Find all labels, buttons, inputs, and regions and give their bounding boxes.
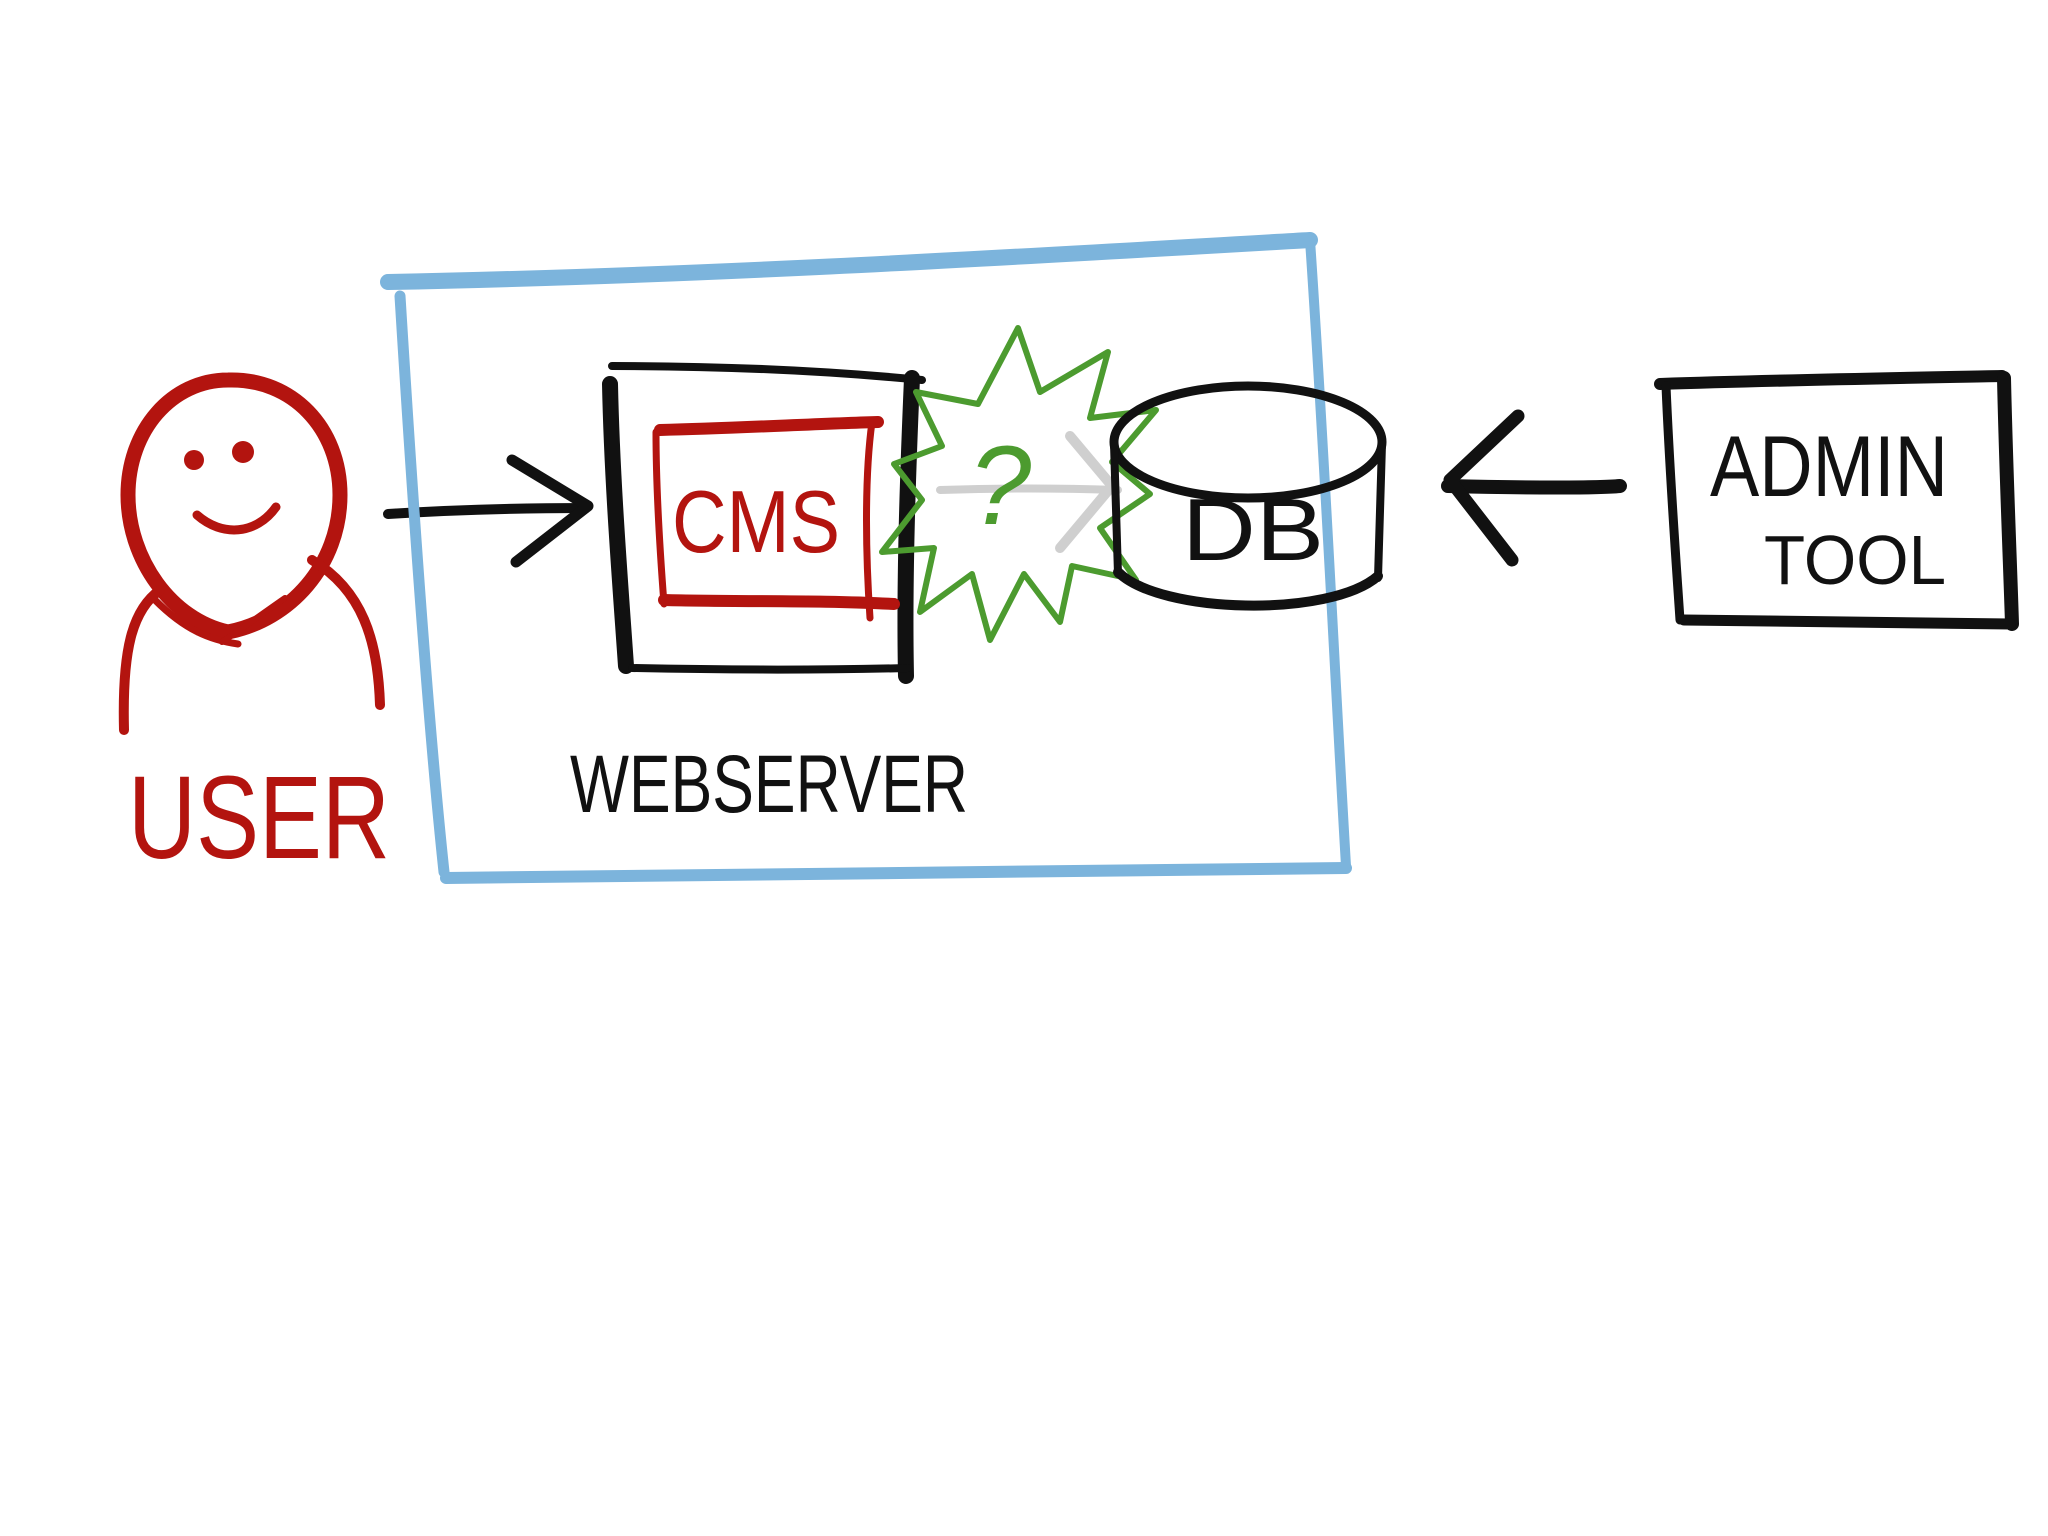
webserver-label: WEBSERVER [570,739,968,830]
user-label: USER [128,752,390,884]
webserver-frame [380,232,1352,884]
cms-box [652,416,900,622]
user-figure: USER [118,372,390,884]
cms-server-box [602,362,926,684]
person-icon [118,372,385,735]
database-icon [1109,381,1387,611]
question-mark: ? [969,423,1031,548]
db-label: DB [1182,480,1324,579]
admin-tool-box [1654,370,2019,631]
arrow-admin-to-db [1441,409,1627,567]
admin-label-line1: ADMIN [1710,419,1948,515]
cms-label: CMS [672,472,840,571]
admin-label-line2: TOOL [1764,521,1946,599]
